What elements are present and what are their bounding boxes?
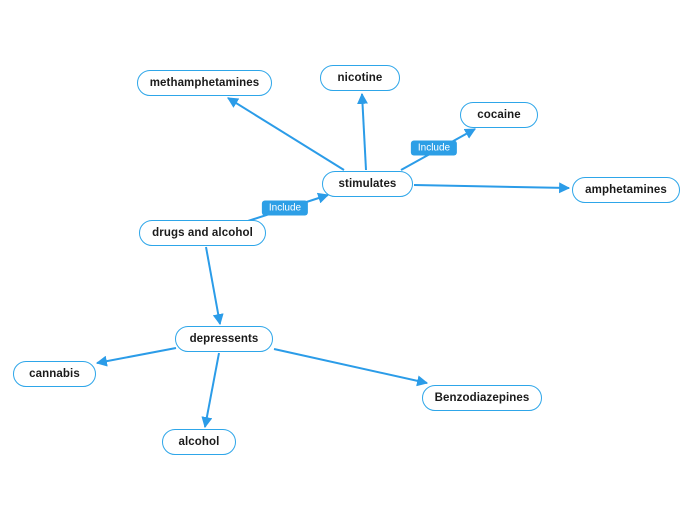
edge-stimulates-to-amphetamines[interactable] [413, 182, 571, 194]
node-drugs-and-alcohol[interactable]: drugs and alcohol [139, 220, 266, 246]
edge-drugs-and-alcohol-to-depressents[interactable] [205, 246, 224, 326]
node-depressents[interactable]: depressents [175, 326, 273, 352]
node-cocaine[interactable]: cocaine [460, 102, 538, 128]
node-benzodiazepines[interactable]: Benzodiazepines [422, 385, 542, 411]
node-methamphetamines[interactable]: methamphetamines [137, 70, 272, 96]
edge-depressents-to-alcohol[interactable] [201, 352, 220, 429]
node-nicotine[interactable]: nicotine [320, 65, 400, 91]
node-stimulates[interactable]: stimulates [322, 171, 413, 197]
node-alcohol[interactable]: alcohol [162, 429, 236, 455]
edge-depressents-to-benzodiazepines[interactable] [273, 348, 429, 387]
node-amphetamines[interactable]: amphetamines [572, 177, 680, 203]
edge-stimulates-to-methamphetamines[interactable] [227, 97, 345, 171]
edge-stimulates-to-nicotine[interactable] [357, 92, 369, 171]
edge-label-drugs-and-alcohol-to-stimulates[interactable]: Include [261, 200, 309, 216]
edge-depressents-to-cannabis[interactable] [95, 347, 177, 367]
edge-label-stimulates-to-cocaine[interactable]: Include [410, 140, 458, 156]
node-cannabis[interactable]: cannabis [13, 361, 96, 387]
